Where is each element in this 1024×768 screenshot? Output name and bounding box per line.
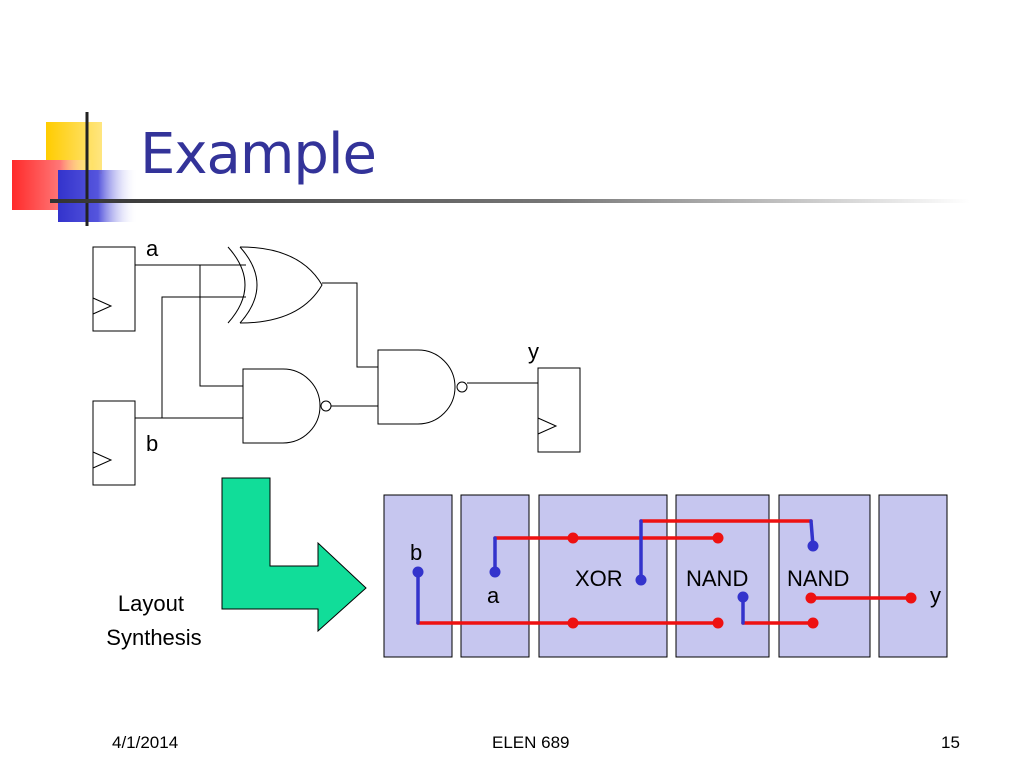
nand-gate-2 (377, 349, 468, 425)
arrow-caption-line-2: Synthesis (106, 625, 201, 650)
layout-synthesis-arrow (221, 477, 367, 633)
nand-gate-1 (242, 368, 332, 444)
layout-label-b: b (410, 540, 422, 565)
layout-label-xor: XOR (575, 566, 623, 591)
flipflop-a (92, 246, 136, 332)
layout-label-nand-2: NAND (787, 566, 849, 591)
footer-page-number: 15 (941, 733, 960, 752)
deco-blue-square (58, 170, 138, 222)
cell-y (878, 494, 948, 658)
clock-mark-a (92, 297, 113, 315)
xor-gate (227, 246, 323, 324)
clock-mark-b (92, 451, 113, 469)
flipflop-b (92, 400, 136, 486)
title-decoration (12, 112, 970, 226)
footer-date: 4/1/2014 (112, 733, 179, 752)
arrow-caption-line-1: Layout (118, 591, 184, 616)
label-y: y (528, 339, 539, 364)
label-a: a (146, 236, 159, 261)
schematic-wires (135, 264, 538, 419)
layout-label-a: a (487, 583, 500, 608)
clock-mark-y (537, 417, 558, 435)
blue-pins (412, 540, 819, 603)
layout-label-nand-1: NAND (686, 566, 748, 591)
title-underline (50, 199, 970, 203)
arrow-caption: Layout Synthesis (106, 591, 201, 650)
slide-title: Example (140, 122, 377, 187)
layout-label-y: y (930, 583, 941, 608)
label-b: b (146, 431, 158, 456)
flipflop-y (537, 367, 581, 453)
schematic (92, 246, 581, 486)
red-pins (567, 532, 917, 629)
footer-course: ELEN 689 (492, 733, 570, 752)
